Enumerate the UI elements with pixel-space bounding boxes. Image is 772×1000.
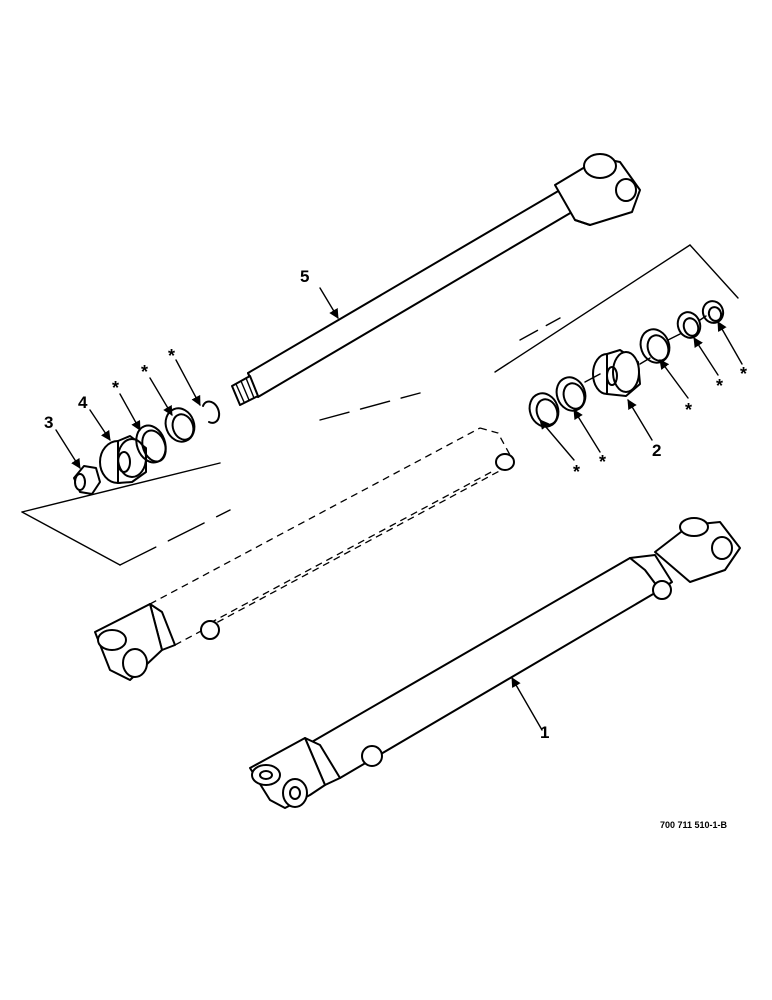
- seal-rings-right: [528, 300, 725, 428]
- nut-part-3: [73, 465, 101, 495]
- callout-4: 4: [78, 393, 88, 412]
- seal-marker: *: [141, 362, 148, 382]
- callout-1: 1: [540, 723, 549, 742]
- seal-marker: *: [168, 346, 175, 366]
- seal-marker: *: [685, 400, 692, 420]
- callout-3: 3: [44, 413, 53, 432]
- figure-reference: 700 711 510-1-B: [660, 820, 728, 830]
- callout-leaders: [55, 287, 743, 731]
- piston-part-2: [592, 349, 641, 397]
- callout-2: 2: [652, 441, 661, 460]
- seal-marker: *: [112, 378, 119, 398]
- seal-marker: *: [573, 462, 580, 482]
- seal-rings-left: [135, 400, 221, 464]
- seal-marker: *: [599, 452, 606, 472]
- seal-marker: *: [740, 364, 747, 384]
- cylinder-assembly-part-1: [249, 517, 741, 809]
- gland-part-4: [99, 435, 147, 484]
- seal-marker: *: [716, 376, 723, 396]
- callout-5: 5: [300, 267, 309, 286]
- exploded-view-boundary: [21, 244, 739, 566]
- piston-rod-part-5: [231, 153, 641, 406]
- barrel-phantom-outline: [94, 427, 515, 681]
